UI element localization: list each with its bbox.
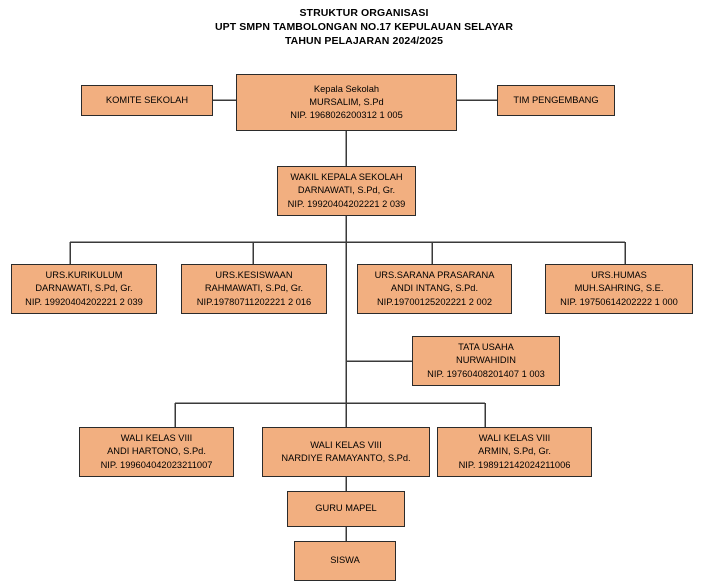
node-urs-kesiswaan-nip: NIP.19780711202221 2 016 [196,296,312,307]
node-urs-kesiswaan-title: URS.KESISWAAN [215,270,293,281]
node-urs-sarana-nip: NIP.19700125202221 2 002 [376,296,493,307]
node-siswa-line1: SISWA [330,555,360,566]
node-wali-kelas-1[interactable]: WALI KELAS VIII ANDI HARTONO, S.Pd. NIP.… [79,427,234,477]
node-wakil-kepala-sekolah[interactable]: WAKIL KEPALA SEKOLAH DARNAWATI, S.Pd, Gr… [277,166,416,216]
node-wali-kelas-2-person: NARDIYE RAMAYANTO, S.Pd. [281,453,411,463]
node-urs-humas-title: URS.HUMAS [591,270,647,281]
page-title: STRUKTUR ORGANISASI UPT SMPN TAMBOLONGAN… [0,6,728,48]
node-urs-sarana-title: URS.SARANA PRASARANA [374,270,495,281]
node-komite-sekolah-line1: KOMITE SEKOLAH [105,94,189,105]
node-wali-kelas-3-title: WALI KELAS VIII [478,433,551,444]
node-urs-humas-nip: NIP. 19750614202222 1 000 [560,296,678,307]
node-urs-kurikulum-person: DARNAWATI, S.Pd, Gr. [35,283,133,294]
node-tata-usaha-person: NURWAHIDIN [456,355,516,366]
node-wali-kelas-3-person: ARMIN, S.Pd, Gr. [478,446,551,457]
node-tim-pengembang-line1: TIM PENGEMBANG [513,94,599,105]
node-tim-pengembang[interactable]: TIM PENGEMBANG [497,85,615,116]
node-siswa[interactable]: SISWA [294,541,396,581]
node-urs-sarana-prasarana[interactable]: URS.SARANA PRASARANA ANDI INTANG, S.Pd. … [357,264,512,314]
node-urs-kurikulum-nip: NIP. 19920404202221 2 039 [25,296,143,307]
node-wali-kelas-1-person: ANDI HARTONO, S.Pd. [107,446,206,457]
node-urs-kurikulum[interactable]: URS.KURIKULUM DARNAWATI, S.Pd, Gr. NIP. … [11,264,157,314]
node-wali-kelas-3-nip: NIP. 198912142024211006 [458,459,571,470]
node-kepala-sekolah-person: MURSALIM, S.Pd [309,96,384,107]
node-wakil-kepala-title: WAKIL KEPALA SEKOLAH [290,172,403,183]
node-wali-kelas-2-title: WALI KELAS VIII [310,439,382,450]
node-urs-humas[interactable]: URS.HUMAS MUH.SAHRING, S.E. NIP. 1975061… [545,264,693,314]
node-wali-kelas-3[interactable]: WALI KELAS VIII ARMIN, S.Pd, Gr. NIP. 19… [437,427,592,477]
node-tata-usaha-nip: NIP. 19760408201407 1 003 [427,368,545,379]
node-urs-kesiswaan-person: RAHMAWATI, S.Pd, Gr. [204,283,304,294]
node-urs-humas-person: MUH.SAHRING, S.E. [574,283,664,294]
node-guru-mapel[interactable]: GURU MAPEL [287,491,405,527]
node-wali-kelas-1-nip: NIP. 199604042023211007 [100,459,213,470]
node-urs-kesiswaan[interactable]: URS.KESISWAAN RAHMAWATI, S.Pd, Gr. NIP.1… [181,264,327,314]
node-tata-usaha[interactable]: TATA USAHA NURWAHIDIN NIP. 1976040820140… [412,336,560,386]
node-wali-kelas-1-title: WALI KELAS VIII [120,433,193,444]
node-kepala-sekolah[interactable]: Kepala Sekolah MURSALIM, S.Pd NIP. 19680… [236,74,457,131]
title-line-1: STRUKTUR ORGANISASI [299,7,429,19]
title-line-2: UPT SMPN TAMBOLONGAN NO.17 KEPULAUAN SEL… [214,21,514,33]
title-line-3: TAHUN PELAJARAN 2024/2025 [284,35,444,47]
node-guru-mapel-line1: GURU MAPEL [315,503,377,514]
node-tata-usaha-title: TATA USAHA [458,342,514,353]
node-wakil-kepala-person: DARNAWATI, S.Pd, Gr. [297,185,396,196]
node-urs-kurikulum-title: URS.KURIKULUM [45,270,123,281]
node-wakil-kepala-nip: NIP. 19920404202221 2 039 [287,198,406,209]
node-kepala-sekolah-nip: NIP. 1968026200312 1 005 [290,110,403,121]
node-kepala-sekolah-title: Kepala Sekolah [313,83,380,94]
node-urs-sarana-person: ANDI INTANG, S.Pd. [390,283,479,294]
node-komite-sekolah[interactable]: KOMITE SEKOLAH [81,85,213,116]
node-wali-kelas-2[interactable]: WALI KELAS VIII NARDIYE RAMAYANTO, S.Pd. [262,427,430,477]
